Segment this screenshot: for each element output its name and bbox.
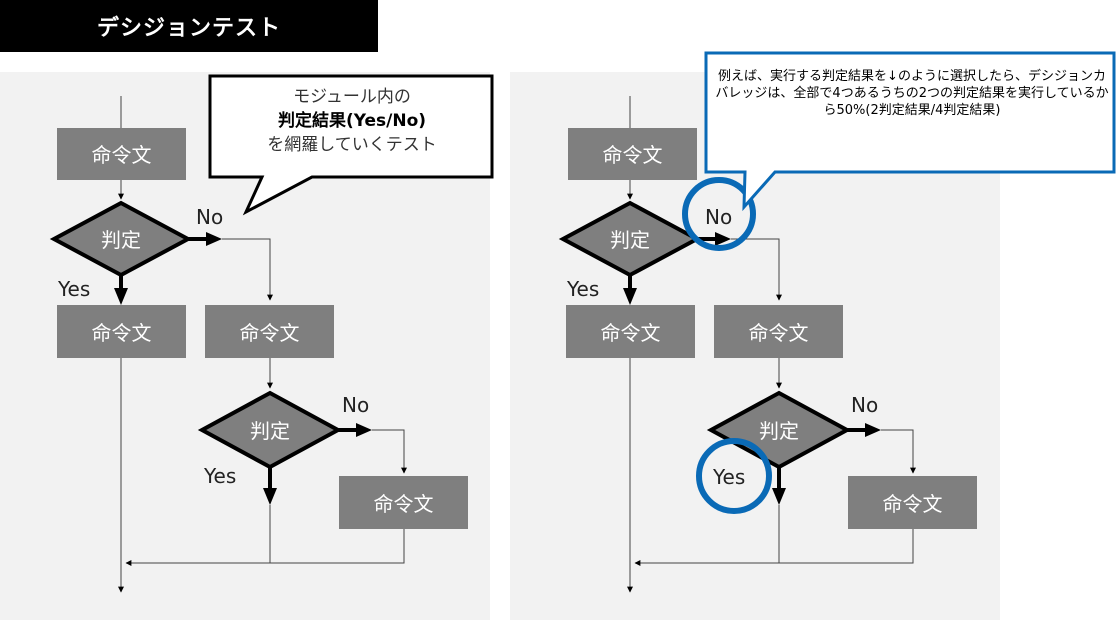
svg-text:命令文: 命令文 — [374, 492, 434, 516]
page-title: デシジョンテスト — [0, 0, 378, 52]
svg-text:命令文: 命令文 — [92, 143, 152, 167]
callout-line: を網羅していくテスト — [267, 135, 437, 155]
left-flowchart: 命令文 判定 No Yes 命令文 命令文 判定 N — [49, 96, 468, 593]
svg-text:命令文: 命令文 — [749, 321, 809, 345]
no-label: No — [342, 393, 369, 417]
highlight-circle-yes — [696, 438, 772, 514]
svg-text:命令文: 命令文 — [601, 321, 661, 345]
no-label: No — [705, 205, 732, 229]
yes-label: Yes — [712, 465, 745, 489]
command-box: 命令文 — [848, 476, 977, 529]
callout-line: モジュール内の — [293, 87, 411, 107]
svg-text:命令文: 命令文 — [240, 321, 300, 345]
callout-bubble — [704, 51, 1116, 212]
yes-label: Yes — [203, 464, 236, 488]
highlight-circle-no — [682, 177, 756, 251]
decision-diamond: 判定 — [197, 390, 343, 470]
svg-text:命令文: 命令文 — [883, 492, 943, 516]
svg-text:判定: 判定 — [759, 419, 799, 443]
decision-diamond: 判定 — [706, 390, 852, 470]
callout-right-text: 例えば、実行する判定結果を↓のように選択したら、デシジョンカバレッジは、全部で4… — [715, 69, 1109, 118]
svg-text:判定: 判定 — [101, 228, 141, 252]
svg-text:命令文: 命令文 — [92, 321, 152, 345]
command-box: 命令文 — [57, 128, 186, 180]
svg-text:判定: 判定 — [610, 228, 650, 252]
decision-diamond: 判定 — [49, 200, 193, 278]
yes-label: Yes — [57, 277, 90, 301]
right-flowchart: 命令文 判定 No Yes 命令文 命令文 判定 No — [558, 96, 977, 593]
no-label: No — [851, 393, 878, 417]
command-box: 命令文 — [714, 305, 843, 358]
command-box: 命令文 — [568, 128, 697, 180]
command-box: 命令文 — [566, 305, 695, 358]
callout-bubble — [208, 74, 494, 216]
command-box: 命令文 — [205, 305, 334, 358]
no-label: No — [196, 205, 223, 229]
callout-left-text: モジュール内の 判定結果(Yes/No) を網羅していくテスト — [214, 85, 490, 157]
decision-diamond: 判定 — [558, 200, 702, 278]
svg-text:判定: 判定 — [250, 419, 290, 443]
yes-label: Yes — [566, 277, 599, 301]
command-box: 命令文 — [57, 305, 186, 358]
command-box: 命令文 — [339, 476, 468, 529]
svg-text:命令文: 命令文 — [603, 143, 663, 167]
callout-line-bold: 判定結果(Yes/No) — [277, 111, 427, 131]
